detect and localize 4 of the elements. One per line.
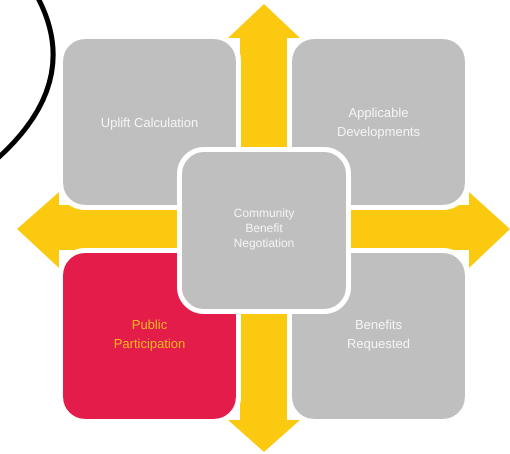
- box-label: Public Participation: [112, 316, 186, 353]
- rounded-box: [292, 39, 465, 205]
- rounded-box: [182, 152, 346, 309]
- rounded-box: [63, 39, 236, 205]
